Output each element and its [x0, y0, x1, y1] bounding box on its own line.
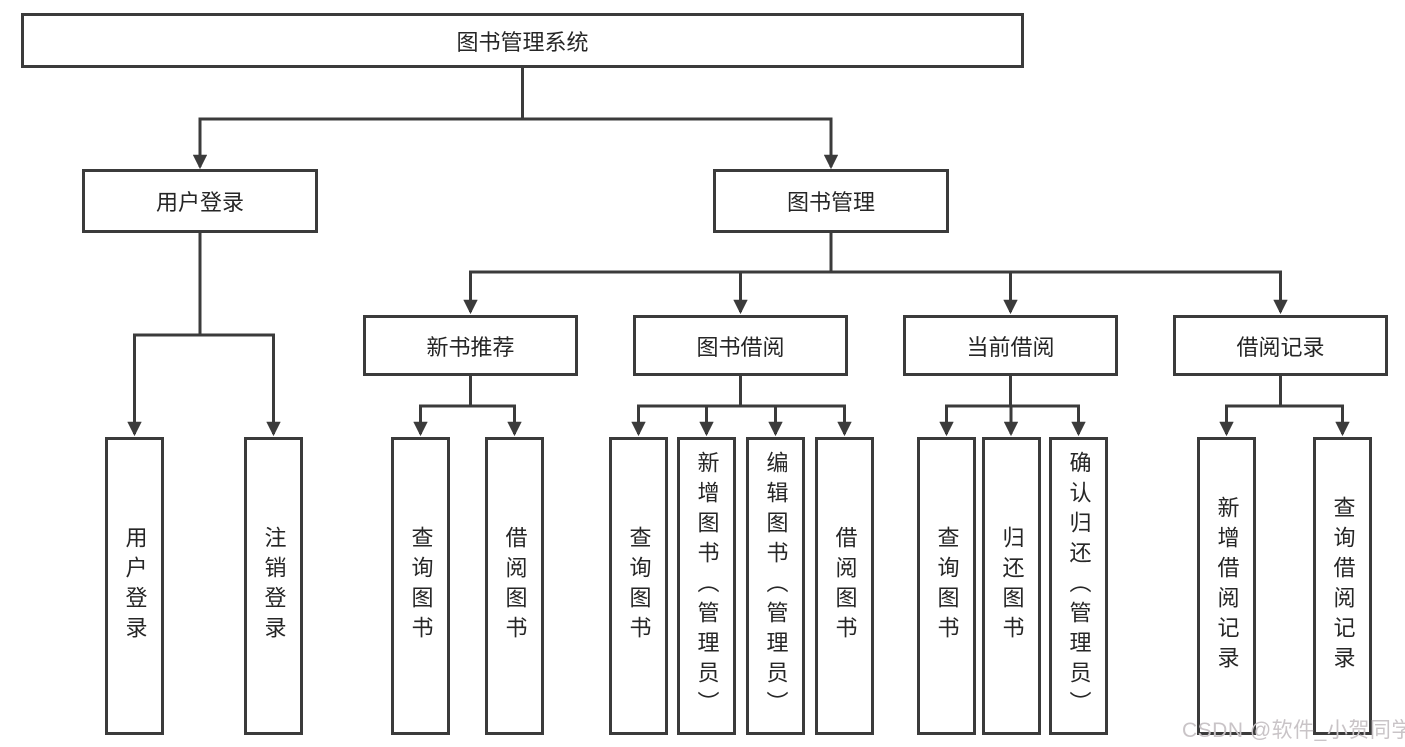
leaf-borrow-books: 借阅图书 — [815, 437, 874, 735]
leaf-user-login: 用户登录 — [105, 437, 164, 735]
node-label: 注销登录 — [261, 526, 287, 646]
node-label: 查询借阅记录 — [1330, 496, 1356, 676]
node-label: 图书借阅 — [696, 334, 785, 360]
leaf-add-books-admin: 新增图书（管理员） — [677, 437, 736, 735]
node-book-management: 图书管理 — [713, 169, 949, 233]
node-label: 新增图书（管理员） — [694, 451, 720, 721]
node-book-borrow: 图书借阅 — [633, 315, 848, 376]
leaf-logout: 注销登录 — [244, 437, 303, 735]
node-label: 查询图书 — [408, 526, 434, 646]
node-borrow-records: 借阅记录 — [1173, 315, 1388, 376]
node-label: 借阅图书 — [502, 526, 528, 646]
node-label: 图书管理系统 — [456, 29, 589, 55]
node-user-login: 用户登录 — [82, 169, 318, 233]
node-label: 用户登录 — [155, 190, 244, 215]
leaf-add-borrow-record: 新增借阅记录 — [1197, 437, 1256, 735]
node-current-borrow: 当前借阅 — [903, 315, 1118, 376]
node-label: 查询图书 — [626, 526, 652, 646]
leaf-query-books-recommend: 查询图书 — [391, 437, 450, 735]
node-label: 编辑图书（管理员） — [763, 451, 789, 721]
node-label: 图书管理 — [786, 190, 875, 215]
leaf-return-books: 归还图书 — [982, 437, 1041, 735]
node-label: 归还图书 — [999, 526, 1025, 646]
node-label: 当前借阅 — [966, 334, 1055, 360]
node-library-management-system: 图书管理系统 — [21, 13, 1024, 68]
leaf-query-books-current: 查询图书 — [917, 437, 976, 735]
node-label: 用户登录 — [122, 526, 148, 646]
node-label: 查询图书 — [934, 526, 960, 646]
node-label: 借阅图书 — [832, 526, 858, 646]
node-label: 借阅记录 — [1236, 334, 1325, 360]
leaf-edit-books-admin: 编辑图书（管理员） — [746, 437, 805, 735]
leaf-query-borrow-record: 查询借阅记录 — [1313, 437, 1372, 735]
node-label: 新书推荐 — [426, 334, 515, 360]
leaf-query-books-borrow: 查询图书 — [609, 437, 668, 735]
node-new-book-recommend: 新书推荐 — [363, 315, 578, 376]
node-label: 确认归还（管理员） — [1066, 451, 1092, 721]
node-label: 新增借阅记录 — [1214, 496, 1240, 676]
leaf-borrow-books-recommend: 借阅图书 — [485, 437, 544, 735]
csdn-watermark: CSDN @软件_小贺同学 — [1182, 719, 1405, 742]
leaf-confirm-return-admin: 确认归还（管理员） — [1049, 437, 1108, 735]
